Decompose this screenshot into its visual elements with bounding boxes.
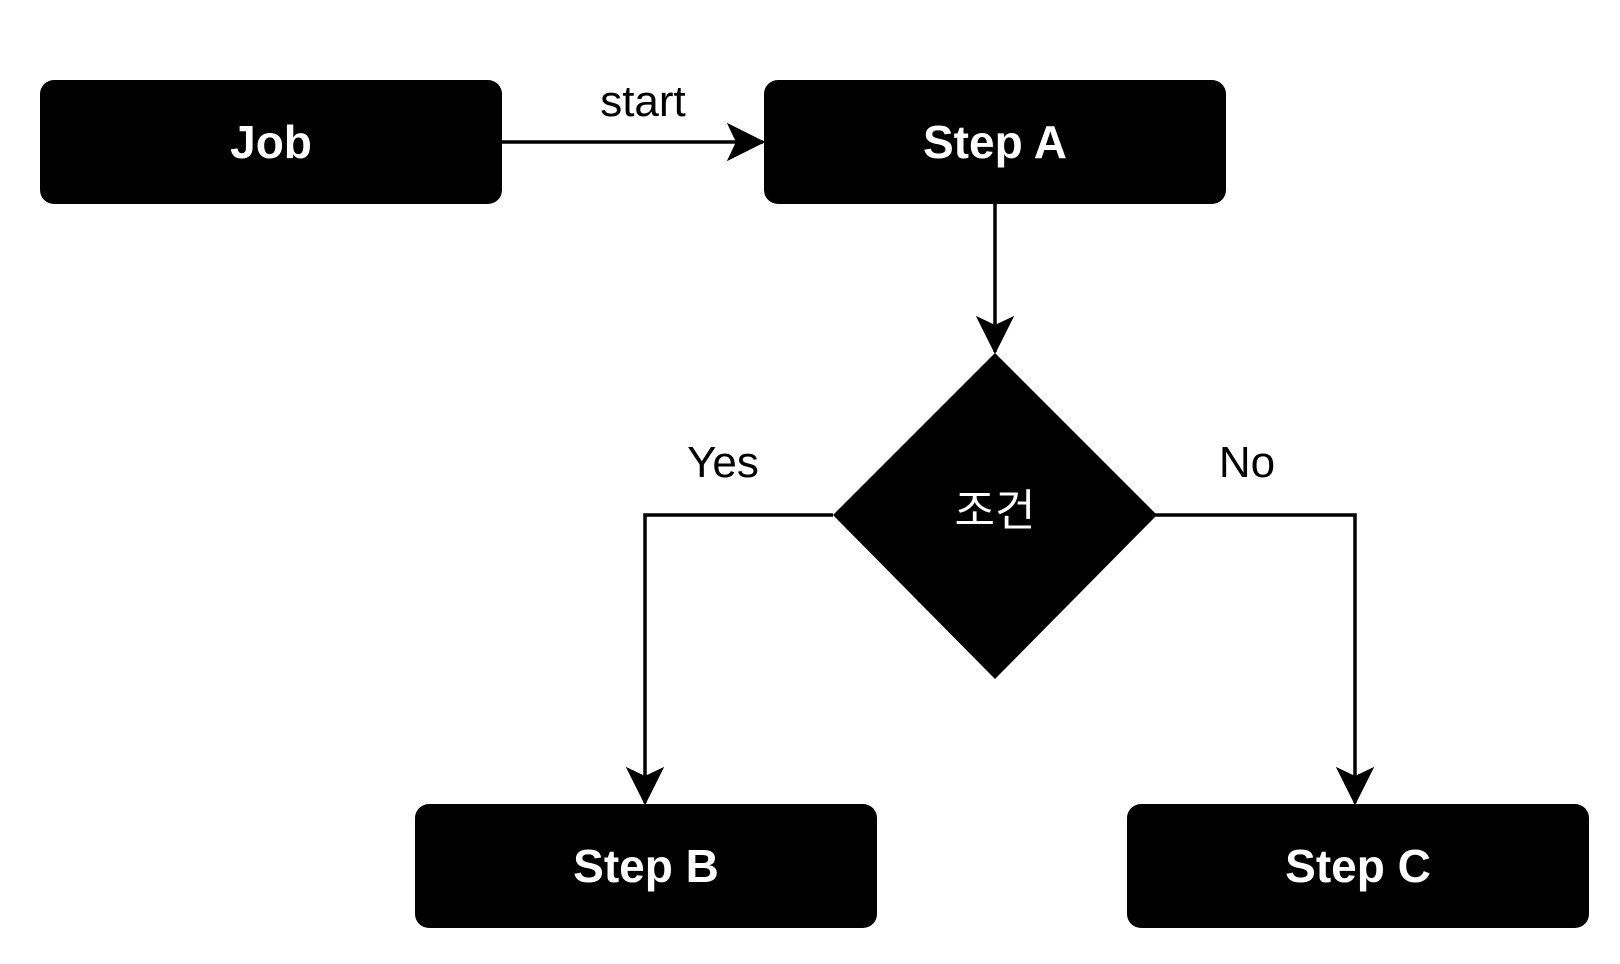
node-step-b-box (415, 804, 877, 928)
node-step-b-label: Step B (573, 840, 719, 892)
node-decision[interactable]: 조건 (833, 353, 1157, 679)
node-job-label: Job (230, 116, 312, 168)
edge-label-no: No (1219, 438, 1275, 487)
node-step-a-box (764, 80, 1226, 204)
node-job-box (40, 80, 502, 204)
edge-decision-to-step-c (1155, 513, 1355, 803)
node-step-c-label: Step C (1285, 840, 1431, 892)
edge-decision-to-step-b (645, 513, 833, 803)
edge-label-yes: Yes (687, 438, 759, 487)
node-decision-diamond (833, 353, 1157, 679)
node-step-c[interactable]: Step C (1127, 804, 1589, 928)
node-job[interactable]: Job (40, 80, 502, 204)
node-step-c-box (1127, 804, 1589, 928)
node-step-a-label: Step A (923, 116, 1067, 168)
edge-label-start: start (600, 77, 686, 126)
node-step-b[interactable]: Step B (415, 804, 877, 928)
node-decision-label: 조건 (955, 486, 1036, 537)
node-step-a[interactable]: Step A (764, 80, 1226, 204)
